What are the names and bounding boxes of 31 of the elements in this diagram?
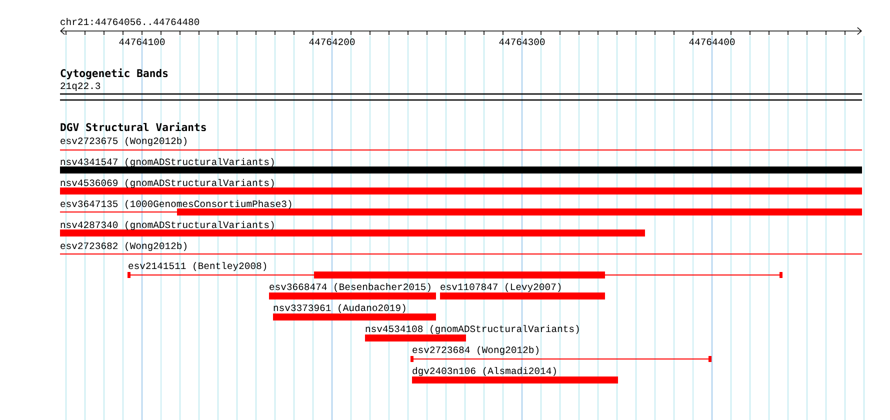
location-title: chr21:44764056..44764480 — [60, 18, 200, 26]
variant-feature: nsv4341547 (gnomADStructuralVariants) — [60, 158, 862, 174]
tick-label: 44764300 — [499, 38, 545, 46]
tick-label: 44764100 — [119, 38, 165, 46]
node-label: esv1107847 (Levy2007) — [440, 282, 561, 292]
node-label: nsv4536069 (gnomADStructuralVariants) — [60, 178, 274, 188]
variant-feature: esv2723675 (Wong2012b) — [60, 136, 863, 150]
node-label: nsv3373961 (Audano2019) — [274, 304, 406, 314]
variant-feature: esv3647135 (1000GenomesConsortiumPhase3) — [60, 200, 862, 216]
tick-label: 44764200 — [309, 38, 355, 46]
variant-feature: esv2723682 (Wong2012b) — [60, 242, 863, 254]
node-label: nsv4534108 (gnomADStructuralVariants) — [366, 324, 579, 334]
cytoband-feature: 21q22.3 — [60, 82, 862, 101]
variant-feature: esv3668474 (Besenbacher2015) — [269, 282, 436, 300]
tick-label: 44764400 — [689, 38, 735, 46]
variant-feature: nsv4287340 (gnomADStructuralVariants) — [60, 220, 645, 236]
track-heading: DGV Structural Variants — [60, 122, 206, 132]
variant-feature: esv2141511 (Bentley2008) — [128, 262, 783, 278]
variant-feature: esv2723684 (Wong2012b) — [410, 346, 712, 362]
node-label: nsv4287340 (gnomADStructuralVariants) — [60, 220, 274, 230]
variant-feature: nsv4536069 (gnomADStructuralVariants) — [60, 178, 862, 194]
variant-feature: dgv2403n106 (Alsmadi2014) — [412, 366, 618, 384]
node-label: dgv2403n106 (Alsmadi2014) — [412, 366, 556, 376]
variant-feature: nsv4534108 (gnomADStructuralVariants) — [365, 324, 579, 342]
node-label: esv2723684 (Wong2012b) — [412, 346, 538, 356]
node-label: esv3647135 (1000GenomesConsortiumPhase3) — [60, 200, 292, 210]
variant-feature: esv1107847 (Levy2007) — [440, 282, 605, 300]
node-label: esv2141511 (Bentley2008) — [128, 262, 266, 272]
node-label: esv3668474 (Besenbacher2015) — [270, 282, 430, 292]
node-label: nsv4341547 (gnomADStructuralVariants) — [60, 158, 274, 168]
variant-feature: nsv3373961 (Audano2019) — [273, 304, 436, 320]
